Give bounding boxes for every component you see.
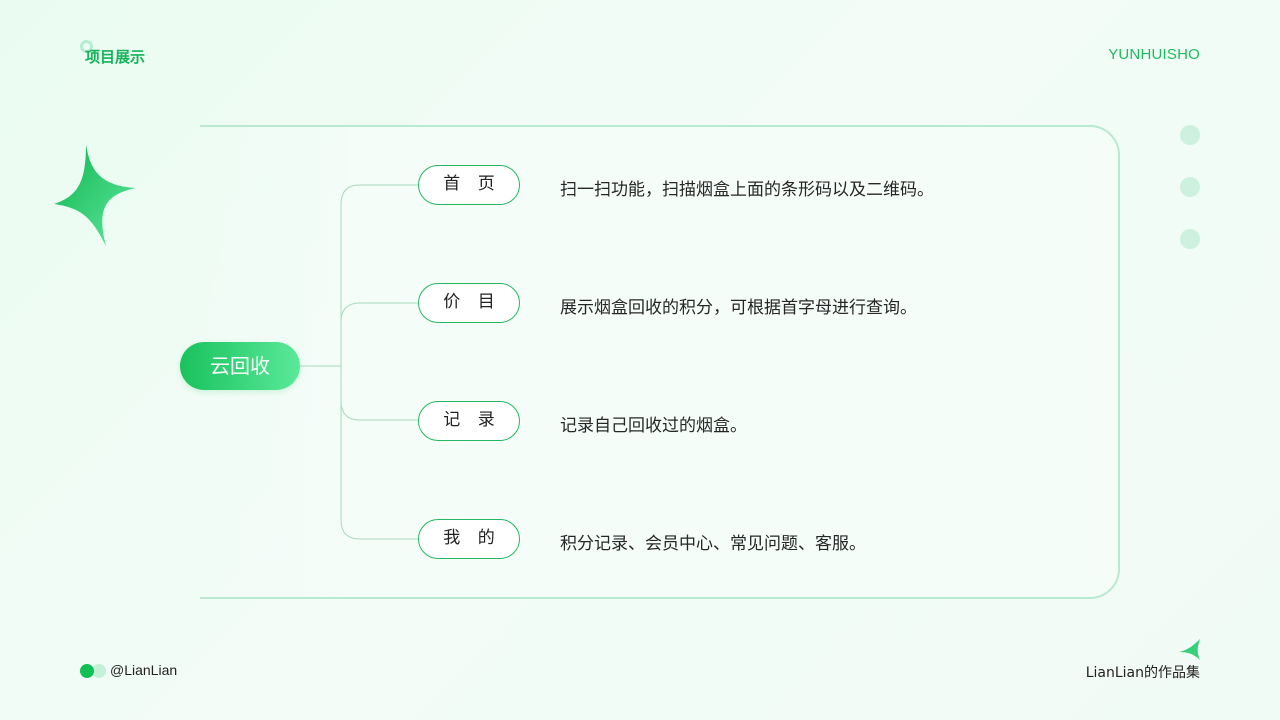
dot-icon [1180,177,1200,197]
dot-icon [80,664,94,678]
dot-icon [1180,229,1200,249]
branch-desc-price: 展示烟盒回收的积分，可根据首字母进行查询。 [560,298,917,318]
sparkle-icon [54,144,136,246]
branch-desc-mine: 积分记录、会员中心、常见问题、客服。 [560,534,866,554]
ring-icon [80,40,93,53]
page-title: 项目展示 [85,48,146,66]
brand-text: YUNHUISHO [1108,46,1200,63]
branch-node-home: 首 页 [418,165,520,205]
root-node: 云回收 [180,342,300,390]
branch-node-mine: 我 的 [418,519,520,559]
branch-node-price: 价 目 [418,283,520,323]
branch-desc-home: 扫一扫功能，扫描烟盒上面的条形码以及二维码。 [560,180,934,200]
author-handle: @LianLian [110,662,178,678]
sparkle-icon [1179,639,1200,660]
branch-node-records: 记 录 [418,401,520,441]
portfolio-label: LianLian的作品集 [1085,665,1200,681]
dot-icon [92,664,106,678]
branch-desc-records: 记录自己回收过的烟盒。 [560,416,747,436]
dot-icon [1180,125,1200,145]
